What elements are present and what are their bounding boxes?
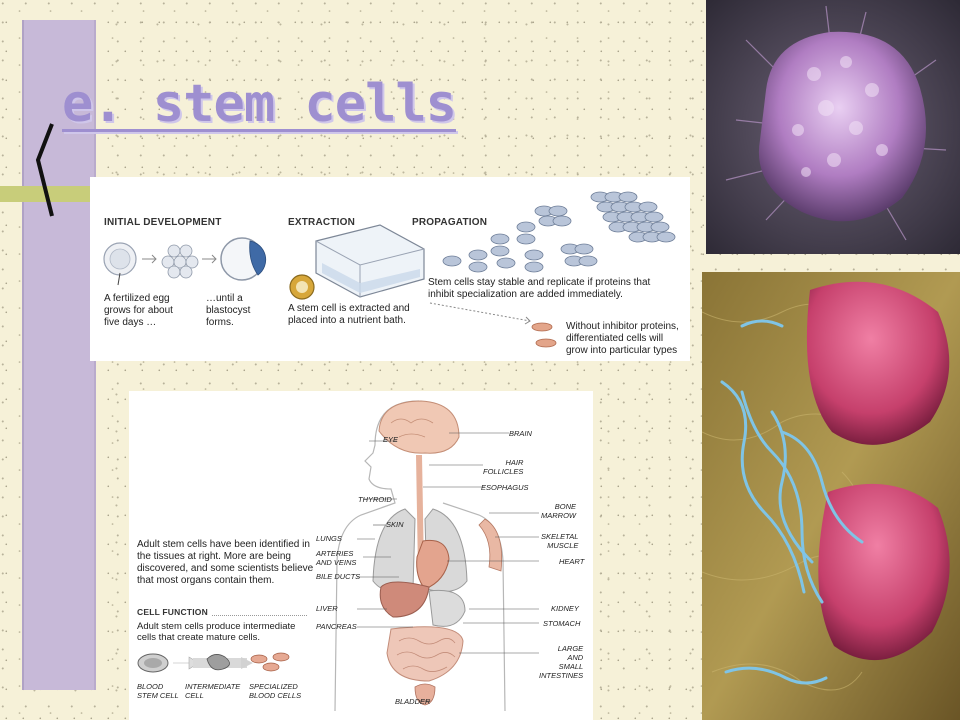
- label-kidney: KIDNEY: [551, 604, 579, 613]
- caption-fertilized-egg: A fertilized egg grows for about five da…: [104, 293, 173, 328]
- cell-function-text: Adult stem cells produce intermediate ce…: [137, 621, 296, 643]
- label-pancreas: PANCREAS: [316, 622, 357, 631]
- adult-stem-cells-text: Adult stem cells have been identified in…: [137, 539, 314, 586]
- adult-stem-cell-body-diagram: Adult stem cells have been identified in…: [129, 391, 593, 720]
- label-bile-ducts: BILE DUCTS: [316, 572, 361, 581]
- caption-stable-replication: Stem cells stay stable and replicate if …: [428, 277, 651, 300]
- caption-blastocyst: …until a blastocyst forms.: [206, 293, 251, 328]
- label-brain: BRAIN: [509, 429, 532, 438]
- label-stomach: STOMACH: [543, 619, 581, 628]
- section-extraction: EXTRACTION: [288, 217, 355, 228]
- label-arteries-veins: ARTERIES AND VEINS: [316, 549, 357, 567]
- stem-cell-micrograph-purple: [706, 0, 960, 254]
- label-bladder: BLADDER: [395, 697, 431, 706]
- label-skin: SKIN: [386, 520, 404, 529]
- caption-without-inhibitor: Without inhibitor proteins, differentiat…: [566, 321, 679, 356]
- slide-title: e. stem cells: [62, 74, 457, 134]
- propagation-illustration: [103, 191, 676, 348]
- body-illustration: [137, 400, 539, 712]
- label-eye: EYE: [383, 435, 399, 444]
- divider: [137, 615, 307, 616]
- label-hair-follicles: HAIR FOLLICLES: [483, 458, 524, 476]
- label-skeletal-muscle: SKELETAL MUSCLE: [541, 532, 579, 550]
- label-thyroid: THYROID: [358, 495, 392, 504]
- label-intestines: LARGE AND SMALL INTESTINES: [539, 644, 584, 680]
- cell-function-heading: CELL FUNCTION: [137, 607, 212, 617]
- cells-on-tissue-micrograph: [702, 272, 960, 720]
- label-liver: LIVER: [316, 604, 338, 613]
- section-initial-development: INITIAL DEVELOPMENT: [104, 217, 222, 228]
- label-blood-stem-cell: BLOOD STEM CELL: [137, 682, 179, 700]
- bracket-ornament: [35, 123, 54, 217]
- label-bone-marrow: BONE MARROW: [541, 502, 576, 520]
- label-intermediate-cell: INTERMEDIATE CELL: [185, 682, 241, 700]
- label-heart: HEART: [559, 557, 585, 566]
- label-lungs: LUNGS: [316, 534, 342, 543]
- section-propagation: PROPAGATION: [412, 217, 488, 228]
- label-specialized-blood-cells: SPECIALIZED BLOOD CELLS: [249, 682, 302, 700]
- caption-extraction: A stem cell is extracted and placed into…: [288, 303, 410, 326]
- label-esophagus: ESOPHAGUS: [481, 483, 529, 492]
- stem-cell-propagation-diagram: INITIAL DEVELOPMENT EXTRACTION PROPAGATI…: [90, 177, 690, 361]
